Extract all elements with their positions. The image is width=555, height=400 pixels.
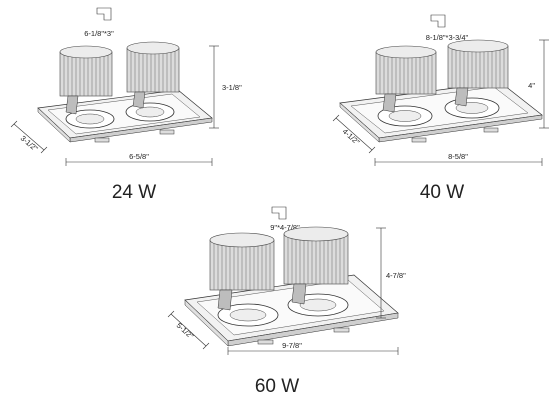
trim-frame [37,89,213,143]
height-label: 4" [528,81,535,90]
width-dimension: 6-5/8" [65,152,213,166]
depth-label: 4-1/2" [341,127,362,147]
heatsink-right [447,39,509,107]
height-label: 3-1/8" [222,83,242,92]
wattage-label: 60 W [255,376,299,397]
width-label: 6-5/8" [129,152,149,161]
height-dimension: 4" [528,39,549,129]
cutout-icon [96,7,112,21]
cutout-label: 6-1/8"*3" [84,29,114,38]
width-dimension: 9-7/8" [227,341,399,355]
fixture-40w: 8-1/8"*3-3/4" [332,14,549,203]
width-label: 8-5/8" [448,152,468,161]
wattage-label: 24 W [112,182,156,203]
cutout-label: 9"*4-7/8" [270,223,300,232]
fixture-60w: 9"*4-7/8" 4 [167,206,406,397]
cutout-icon [271,206,287,220]
cutout-icon [430,14,446,28]
cutout-label: 8-1/8"*3-3/4" [426,33,469,42]
width-dimension: 8-5/8" [374,152,543,166]
height-dimension: 3-1/8" [209,45,242,129]
heatsink-right [283,226,349,305]
trim-frame [339,81,543,143]
fixture-24w: 6-1/8"*3" [10,7,242,203]
heatsink-right [126,41,180,109]
height-label: 4-7/8" [386,271,406,280]
trim-frame [184,274,399,347]
width-label: 9-7/8" [282,341,302,350]
depth-dimension: 3-1/2" [10,120,48,154]
wattage-label: 40 W [420,182,464,203]
heatsink-left [375,45,437,113]
heatsink-left [209,232,275,311]
height-dimension: 4-7/8" [376,227,406,319]
depth-label: 5-1/2" [175,321,196,341]
depth-label: 3-1/2" [19,134,40,154]
heatsink-left [59,45,113,115]
